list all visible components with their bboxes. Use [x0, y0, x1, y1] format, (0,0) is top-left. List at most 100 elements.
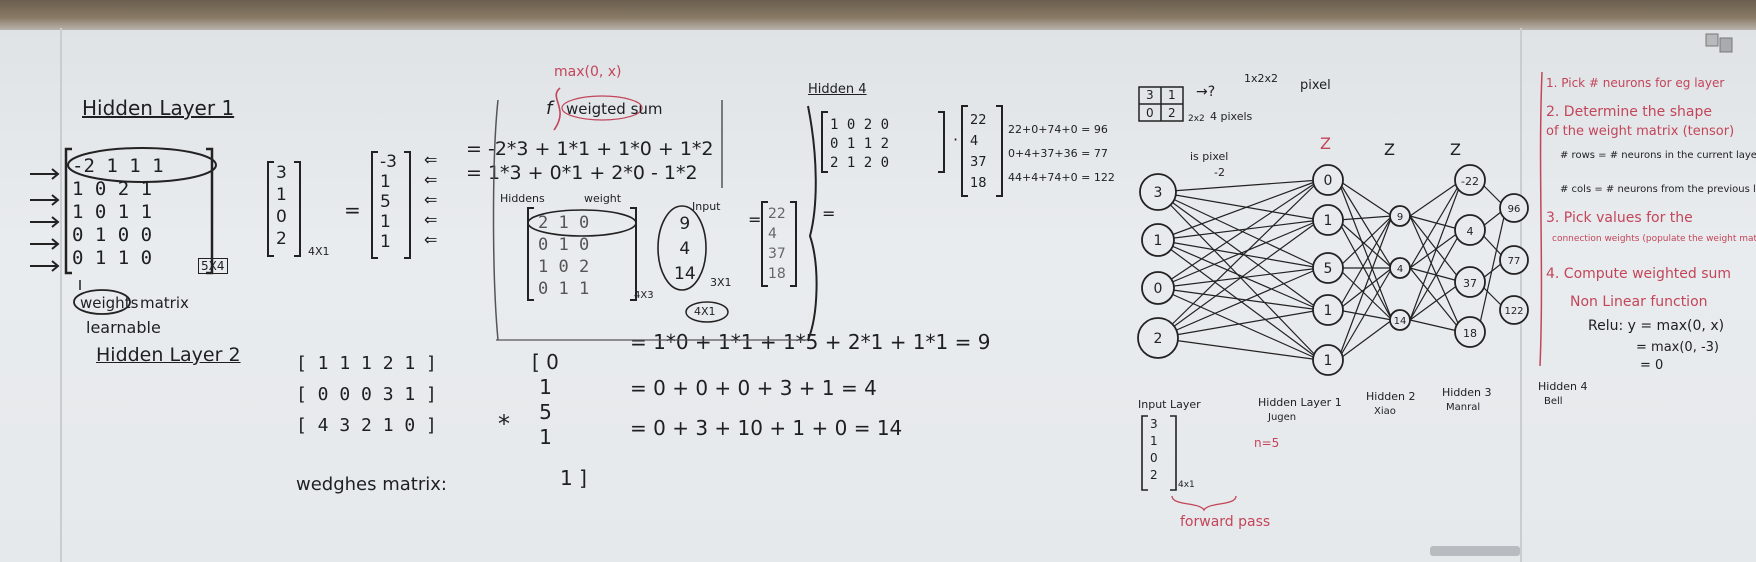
hidden-3-label: Hidden 3: [1442, 386, 1492, 399]
relu-line-1: Relu: y = max(0, x): [1588, 318, 1725, 334]
hidden-layer-1-label: Hidden Layer 1: [1258, 396, 1342, 409]
note-2b: of the weight matrix (tensor): [1546, 124, 1735, 139]
h4-node-label: 77: [1508, 256, 1521, 267]
pixel-grid-11: 2: [1168, 106, 1176, 120]
pixel-word: pixel: [1300, 78, 1331, 93]
forward-pass-brace: [1171, 495, 1237, 512]
notes-margin-line: [1539, 71, 1543, 367]
out-dim-label: 4X1: [694, 305, 716, 318]
h4-node-label: 96: [1508, 204, 1521, 215]
hidden-weights-values: 2 1 0 0 1 0 1 0 2 0 1 1: [538, 213, 590, 299]
forward-pass-label: forward pass: [1180, 514, 1271, 530]
multiply-star: *: [498, 410, 510, 438]
hidden-4-label: Hidden 4: [1538, 380, 1588, 393]
layer-name-2: Xiao: [1374, 406, 1396, 417]
relu-line-2: = max(0, -3): [1636, 340, 1719, 355]
in-dim-label: 3X1: [710, 276, 732, 289]
board-top-frame: [0, 0, 1756, 30]
note-2: 2. Determine the shape: [1546, 104, 1712, 120]
panel-seam: [1520, 28, 1522, 562]
layer-name-3: Manral: [1446, 402, 1481, 413]
input-col-circle: [657, 205, 707, 291]
dot-op: ·: [953, 130, 959, 149]
hidden2-weights: [ 1 1 1 2 1 ] [ 0 0 0 3 1 ] [ 4 3 2 1 0 …: [296, 353, 437, 436]
weights-matrix-values: -2 1 1 1 1 0 2 1 1 0 1 1 0 1 0 0 0 1 1 0: [72, 155, 164, 269]
hidden4-title: Hidden 4: [808, 82, 867, 97]
hidden2-weights-caption: wedghes matrix:: [296, 474, 447, 495]
z-label-2: Z: [1384, 140, 1395, 159]
middle-grouping: [492, 99, 818, 341]
input-node-label: 2: [1154, 331, 1163, 347]
pixels-note: 4 pixels: [1210, 110, 1253, 123]
output-arrows: ⇐⇐⇐⇐⇐: [424, 150, 438, 249]
weight-label: weight: [584, 192, 622, 205]
input-col-values: 9 4 14: [674, 214, 696, 284]
hidden4-vec-bracket: [961, 105, 1003, 197]
hidden4-weights-bracket: [821, 111, 945, 173]
result-bracket: [761, 201, 797, 287]
h1-node-label: 5: [1324, 261, 1333, 277]
h1-node-label: 1: [1324, 353, 1333, 369]
hidden-2-label: Hidden 2: [1366, 390, 1416, 403]
calc-line-1: = -2*3 + 1*1 + 1*0 + 1*2: [466, 138, 714, 160]
layer-name-1: Jugen: [1268, 412, 1297, 423]
equation-2: = 0 + 0 + 0 + 3 + 1 = 4: [630, 376, 877, 400]
h3-node-label: -22: [1461, 175, 1479, 188]
h1-node-label: 0: [1324, 173, 1333, 189]
equation-3: = 0 + 3 + 10 + 1 + 0 = 14: [630, 416, 903, 440]
out-dim-circle: [685, 301, 729, 323]
hidden-weights-bracket: [527, 207, 637, 301]
input-node-label: 0: [1154, 281, 1163, 297]
hiddens-label: Hiddens: [500, 192, 545, 205]
input-vec-dim: 4x1: [1178, 480, 1195, 490]
input-vector-values: 3 1 0 2: [276, 163, 287, 249]
edge-weight-label: -2: [1214, 166, 1225, 179]
input-node-label: 3: [1154, 185, 1163, 201]
note-2d: # cols = # neurons from the previous lay…: [1560, 184, 1756, 195]
network-edges: [1157, 179, 1507, 361]
h1-output-vector: [ 0 1 5 1: [532, 350, 559, 449]
hidden4-weights-values: 1 0 2 0 0 1 1 2 2 1 2 0: [830, 117, 890, 171]
h3-node-label: 18: [1463, 327, 1477, 340]
equals-sign-2: =: [748, 210, 762, 229]
result-col-values: 22 4 37 18: [768, 206, 786, 282]
z-label-3: Z: [1450, 140, 1461, 159]
hidden-layer-1-title: Hidden Layer 1: [82, 96, 235, 120]
output-vector-values: -3 1 5 1 1: [380, 152, 397, 252]
network-node-labels: 3 1 0 2 0 1 5 1 1 9 4 14 -22 4 37 18 96 …: [1154, 173, 1524, 369]
weights-dim-label: 5X4: [198, 258, 228, 274]
eraser: [1430, 546, 1520, 556]
h4-node-label: 122: [1504, 306, 1523, 317]
matrix-word: matrix: [140, 294, 189, 312]
h2-node-label: 9: [1397, 212, 1403, 223]
input-vec-values: 3 1 0 2: [1150, 417, 1158, 482]
hidden4-vec-values: 22 4 37 18: [970, 113, 987, 191]
relu-curl: [553, 87, 643, 131]
pixel-grid-00: 3: [1146, 88, 1154, 102]
h1-node-label: 1: [1324, 213, 1333, 229]
input-vec-bracket: [1141, 415, 1177, 491]
input-node-label: 1: [1154, 233, 1163, 249]
is-pixel-note: is pixel: [1190, 150, 1229, 163]
weighted-sum-label: weigted sum: [566, 100, 663, 118]
relu-line-3: = 0: [1640, 358, 1664, 373]
hidden-layer-2-title: Hidden Layer 2: [96, 344, 241, 366]
pixel-arrow: →?: [1196, 84, 1216, 100]
n-label: n=5: [1254, 436, 1280, 450]
calc-line-2: = 1*3 + 0*1 + 2*0 - 1*2: [466, 162, 698, 184]
relu-note: max(0, x): [554, 64, 622, 80]
f-label: f: [546, 98, 553, 119]
h2-node-label: 14: [1394, 316, 1407, 327]
pixel-grid-01: 1: [1168, 88, 1176, 102]
z-label-1: Z: [1320, 134, 1331, 153]
note-3: 3. Pick values for the: [1546, 210, 1693, 226]
pixel-grid: [1138, 86, 1184, 122]
note-4: 4. Compute weighted sum: [1546, 266, 1732, 282]
note-5: Non Linear function: [1570, 294, 1708, 310]
note-1: 1. Pick # neurons for eg layer: [1546, 76, 1725, 90]
h2-node-label: 4: [1397, 264, 1403, 275]
input-vector-bracket: [267, 161, 301, 257]
network-nodes: [1137, 164, 1529, 376]
input-label: Input: [692, 200, 721, 213]
